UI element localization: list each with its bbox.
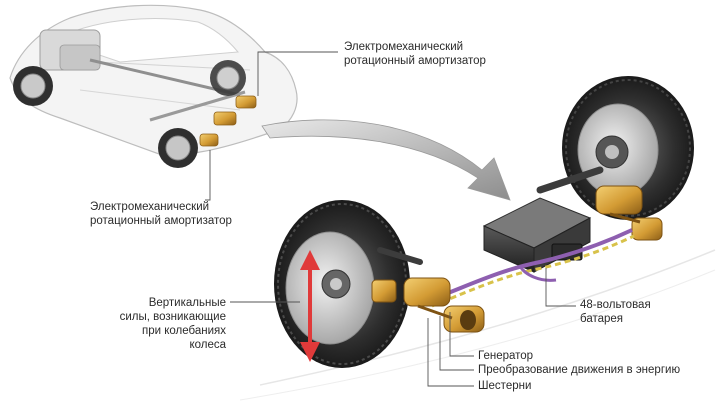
ground-shadows: [239, 249, 716, 401]
arrow-icon: [261, 119, 511, 201]
label-forces-line2: силы, возникающие: [119, 311, 226, 323]
label-shock-top: Электромеханический ротационный амортиза…: [344, 40, 486, 68]
label-battery-line1: 48-вольтовая: [580, 299, 651, 311]
label-shock-top-line1: Электромеханический: [344, 41, 464, 53]
force-arrow-icon: [300, 250, 320, 362]
label-battery: 48-вольтовая батарея: [580, 298, 651, 326]
label-forces-line1: Вертикальные: [148, 297, 226, 309]
front-shock-absorber: [371, 277, 485, 333]
label-forces: Вертикальные силы, возникающие при колеб…: [108, 296, 226, 352]
label-battery-line2: батарея: [580, 313, 624, 325]
label-shock-top-line2: ротационный амортизатор: [344, 55, 486, 67]
wheel-icon-front: [274, 200, 423, 368]
label-forces-line4: колеса: [189, 339, 226, 351]
label-conversion: Преобразование движения в энергию: [478, 364, 681, 376]
label-shock-left: Электромеханический ротационный амортиза…: [90, 200, 232, 228]
label-shock-left-line2: ротационный амортизатор: [90, 215, 232, 227]
label-forces-line3: при колебаниях: [142, 325, 226, 337]
leader-lines: [205, 51, 576, 387]
car-icon: [9, 4, 298, 168]
power-cables: [429, 228, 635, 308]
label-generator: Генератор: [478, 350, 534, 362]
label-shock-left-line1: Электромеханический: [90, 201, 210, 213]
label-gears: Шестерни: [478, 380, 532, 392]
wheel-icon-rear: [536, 76, 694, 241]
